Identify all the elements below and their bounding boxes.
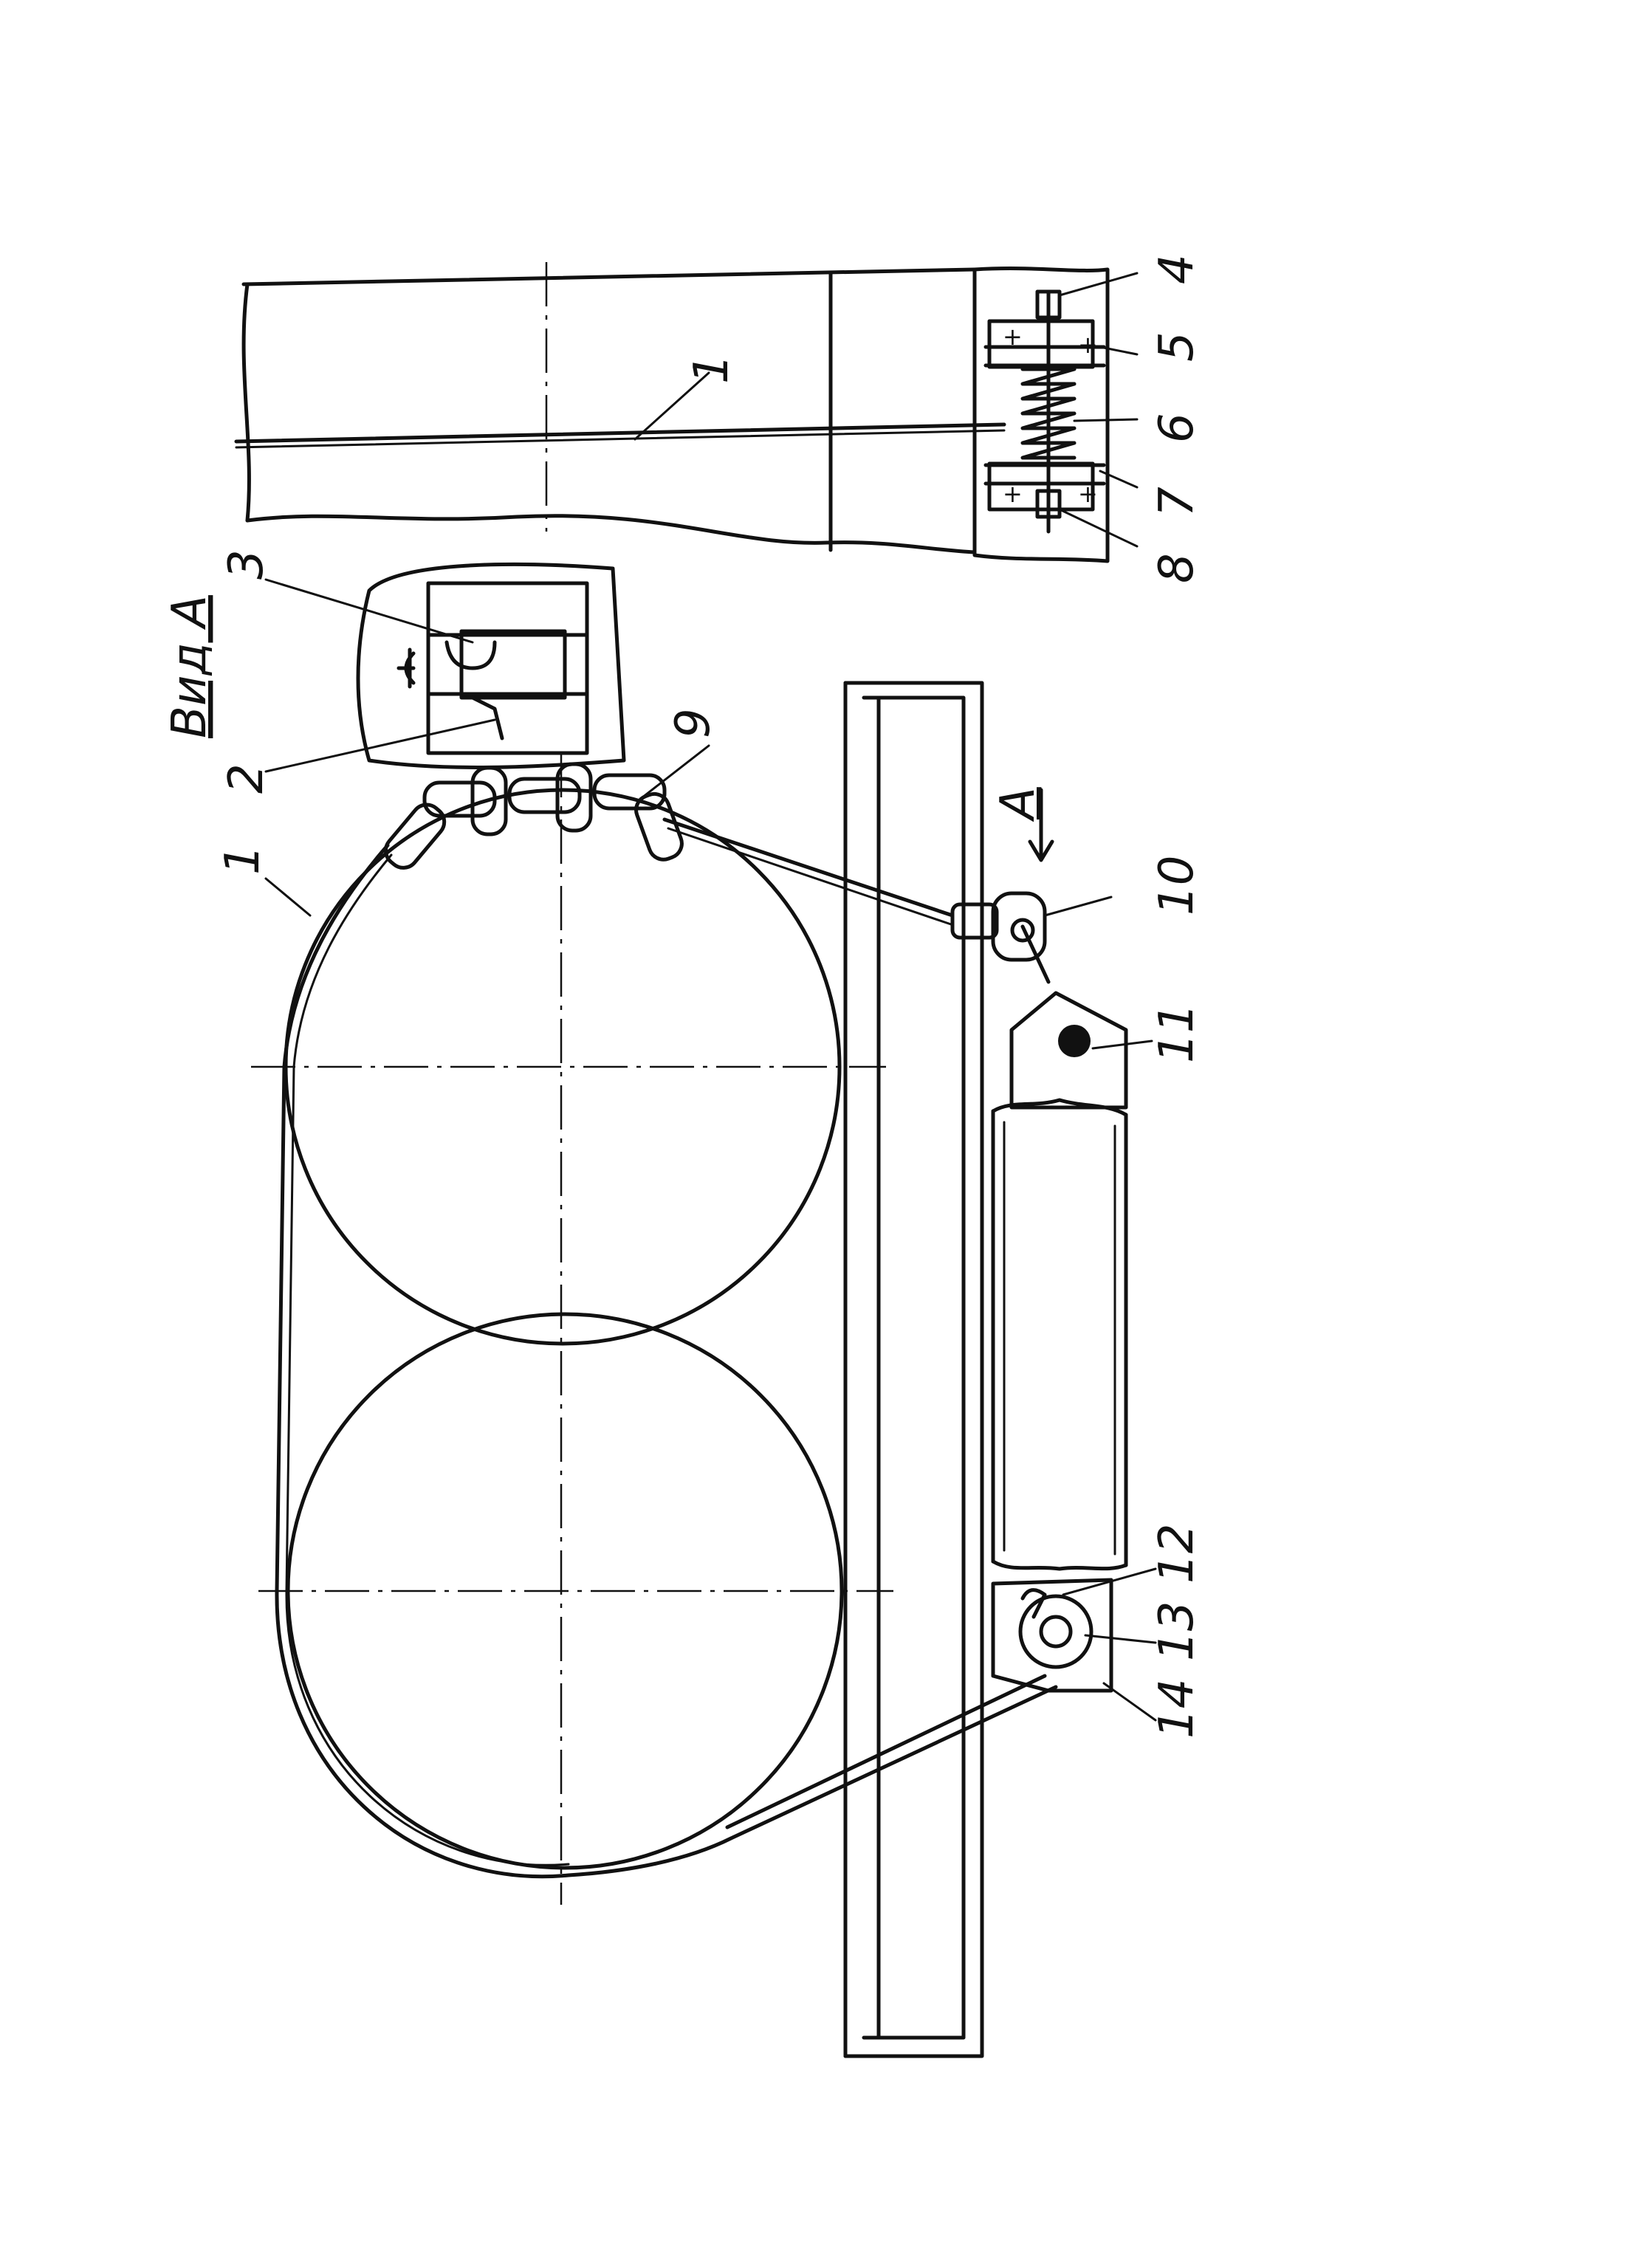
wall-top-edge [241,267,977,286]
chain-link [470,766,508,836]
chain-link [422,780,497,818]
chain-link [507,777,582,814]
label-7: 7 [1150,487,1204,517]
label-5: 5 [1150,331,1204,362]
label-2: 2 [219,763,274,794]
cylinders [251,753,893,1905]
anchor-pin [1058,1025,1091,1057]
tie-wire [662,817,955,918]
chain-link [634,791,684,862]
shackle [950,891,1051,984]
belt-side-view [234,422,1006,444]
tensioner-device: + + + + [983,289,1106,534]
label-6: 6 [1150,413,1204,443]
anchor-bracket [1009,991,1128,1110]
label-12: 12 [1150,1524,1204,1584]
label-10: 10 [1150,856,1204,915]
label-1-main: 1 [216,845,270,875]
svg-text:+: + [1078,480,1098,508]
mount-base [356,562,626,769]
svg-text:+: + [1078,331,1098,359]
side-view: + + + + [234,262,1139,563]
chain-link [555,762,593,833]
pulley-plate [991,1578,1113,1693]
label-4: 4 [1150,254,1204,284]
pulley-bracket [991,1578,1113,1693]
label-11: 11 [1150,1003,1204,1063]
turnbuckle [950,902,999,940]
hook-3 [444,640,497,670]
rail-inner [862,695,966,2040]
label-1-side: 1 [684,354,739,384]
nut-top [1035,289,1062,320]
lower-frame [991,1098,1128,1571]
hook-tip [396,647,416,689]
svg-text:+: + [1003,323,1023,351]
pulley-axle [1039,1615,1073,1649]
belt-main [275,843,1058,1879]
rail [843,681,984,2058]
hook-2 [463,692,504,740]
nut-bottom [1035,489,1062,519]
mount-plate [426,581,589,755]
mounting-block [356,562,626,769]
chain-link [592,773,667,811]
pulley-latch [1020,1588,1047,1619]
label-14: 14 [1150,1679,1204,1739]
shackle-body [991,891,1047,962]
anchor-plate [1009,991,1128,1110]
label-9: 9 [666,708,721,738]
label-3: 3 [219,549,274,580]
direction-letter: А [991,787,1046,822]
view-direction-arrow [1028,788,1054,862]
chain [383,762,684,870]
svg-text:+: + [1003,480,1023,508]
tensioner-plate [972,267,1110,563]
wall-left-break [241,282,251,523]
wall-bottom-break [245,514,977,554]
view-title: Вид А [162,595,217,738]
chain-link [383,803,447,870]
rail-outer [843,681,984,2058]
label-13: 13 [1150,1601,1204,1661]
belt [275,843,1058,1879]
clamp-body [459,629,567,700]
pulley-outer [1018,1594,1093,1669]
label-8: 8 [1150,553,1204,583]
